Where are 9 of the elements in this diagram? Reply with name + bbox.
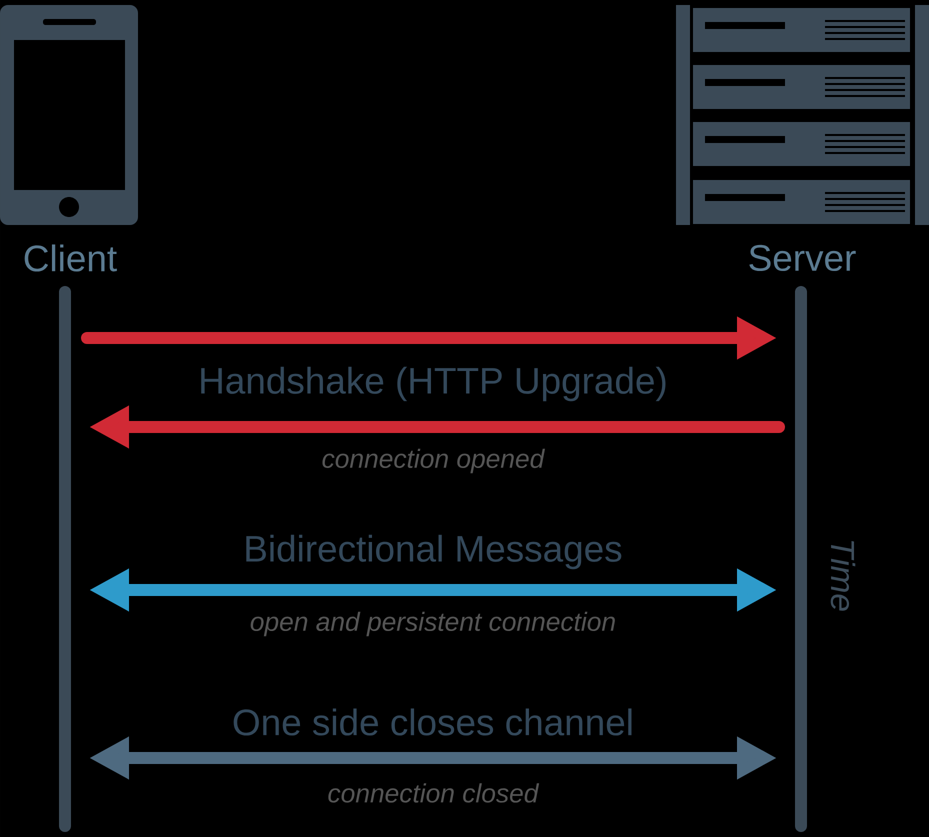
edge-label: Bidirectional Messages xyxy=(242,533,624,571)
caption: connection closed xyxy=(328,783,540,803)
caption: connection opened xyxy=(322,448,546,474)
caption: open and persistent connection xyxy=(250,612,615,636)
edge-label: One side closes channel xyxy=(230,706,636,738)
axis-label: Time xyxy=(830,541,856,611)
actor-label: Server xyxy=(749,244,856,272)
edge-label: Handshake (HTTP Upgrade) xyxy=(196,365,670,403)
actor-label: Client xyxy=(24,244,117,272)
